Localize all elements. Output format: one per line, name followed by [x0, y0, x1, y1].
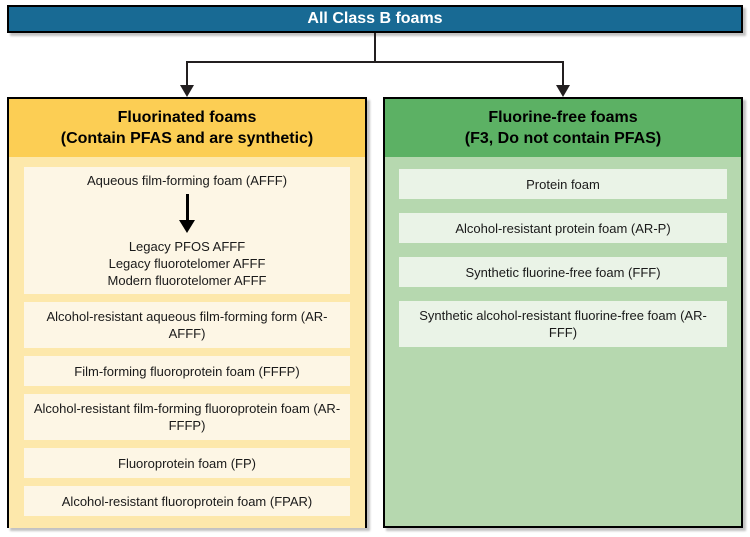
down-arrow-icon: [179, 194, 195, 233]
afff-group-box: Aqueous film-forming foam (AFFF) Legacy …: [24, 167, 350, 294]
fluorine-free-foams-title: Fluorine-free foams: [488, 109, 638, 126]
afff-parent-label: Aqueous film-forming foam (AFFF): [86, 173, 288, 188]
fluorinated-foams-panel: Fluorinated foams (Contain PFAS and are …: [7, 97, 367, 528]
connector-right-drop: [562, 61, 564, 86]
connector-stem: [374, 33, 376, 63]
fluorine-free-foams-subtitle: (F3, Do not contain PFAS): [464, 130, 662, 147]
connector-left-drop: [186, 61, 188, 86]
arrowhead-left-icon: [180, 85, 194, 97]
list-item-ar-fffp: Alcohol-resistant film-forming fluoropro…: [24, 394, 350, 440]
fluorine-free-foams-body: Protein foam Alcohol-resistant protein f…: [385, 157, 741, 526]
list-item-fp: Fluoroprotein foam (FP): [24, 448, 350, 478]
list-item-fff: Synthetic fluorine-free foam (FFF): [399, 257, 727, 287]
fluorinated-foams-body: Aqueous film-forming foam (AFFF) Legacy …: [9, 157, 365, 528]
fluorinated-foams-subtitle: (Contain PFAS and are synthetic): [60, 130, 314, 147]
list-item: Modern fluorotelomer AFFF: [107, 273, 267, 288]
list-item-protein-foam: Protein foam: [399, 169, 727, 199]
list-item-fffp: Film-forming fluoroprotein foam (FFFP): [24, 356, 350, 386]
fluorinated-foams-header: Fluorinated foams (Contain PFAS and are …: [9, 99, 365, 157]
fluorine-free-foams-header: Fluorine-free foams (F3, Do not contain …: [385, 99, 741, 157]
root-node-all-class-b-foams: All Class B foams: [7, 5, 743, 33]
list-item-ar-p: Alcohol-resistant protein foam (AR-P): [399, 213, 727, 243]
list-item-ar-fff: Synthetic alcohol-resistant fluorine-fre…: [399, 301, 727, 347]
fluorinated-foams-title: Fluorinated foams: [117, 109, 257, 126]
connector-horizontal-line: [186, 61, 564, 63]
list-item: Legacy PFOS AFFF: [128, 239, 246, 254]
list-item-fpar: Alcohol-resistant fluoroprotein foam (FP…: [24, 486, 350, 516]
list-item: Legacy fluorotelomer AFFF: [108, 256, 266, 271]
root-node-label: All Class B foams: [307, 10, 443, 27]
list-item-ar-afff: Alcohol-resistant aqueous film-forming f…: [24, 302, 350, 348]
arrowhead-right-icon: [556, 85, 570, 97]
fluorine-free-foams-panel: Fluorine-free foams (F3, Do not contain …: [383, 97, 743, 528]
afff-legacy-list: Legacy PFOS AFFF Legacy fluorotelomer AF…: [108, 238, 267, 289]
